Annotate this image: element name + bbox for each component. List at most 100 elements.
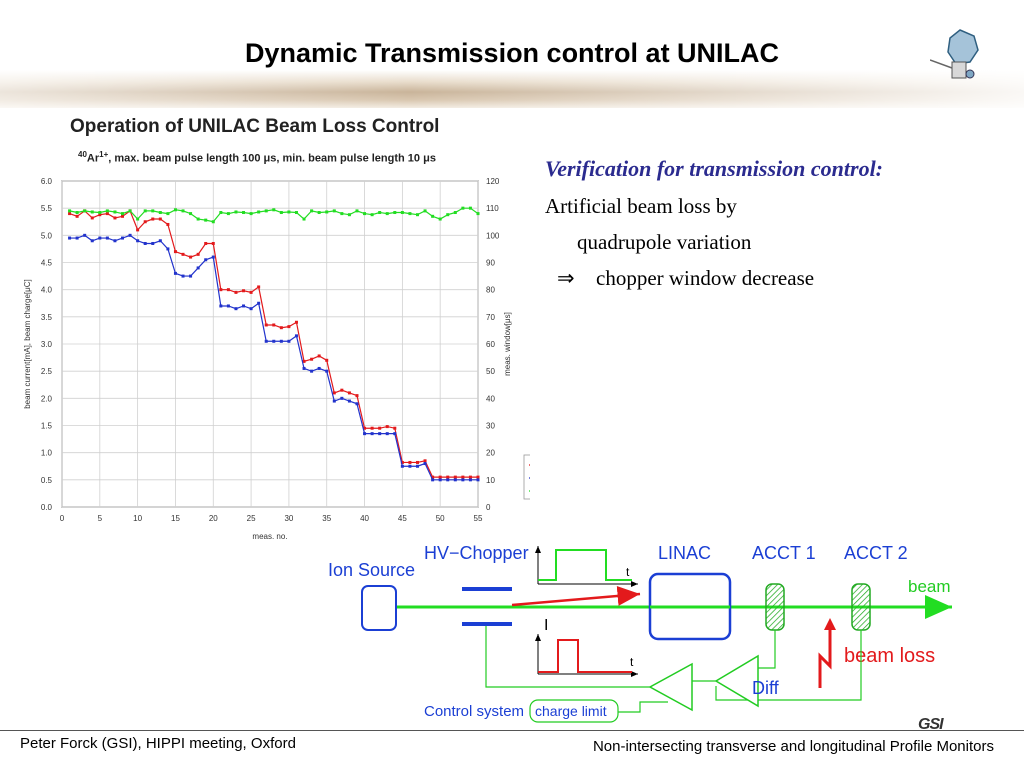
series-point-1 (219, 304, 223, 308)
series-point-1 (249, 307, 253, 311)
beam-label: beam (908, 577, 951, 596)
y-left-tick-label: 3.0 (41, 340, 53, 349)
y-right-tick-label: 120 (486, 177, 500, 186)
acct2-signal-wire (715, 630, 862, 701)
series-point-0 (68, 212, 72, 216)
series-point-1 (113, 239, 117, 243)
series-point-1 (476, 478, 480, 482)
series-point-1 (136, 239, 140, 243)
chart-panel-subtitle: 40Ar1+, max. beam pulse length 100 μs, m… (78, 150, 436, 165)
y-right-tick-label: 100 (486, 231, 500, 240)
comparator-to-chopper-wire (485, 626, 650, 688)
series-point-2 (317, 211, 321, 215)
series-point-2 (90, 210, 94, 214)
series-point-2 (204, 218, 208, 222)
series-point-2 (113, 210, 117, 214)
series-point-2 (226, 212, 230, 216)
x-tick-label: 50 (436, 514, 445, 523)
series-point-0 (385, 425, 389, 429)
gsi-logo-icon (930, 29, 979, 79)
series-point-2 (128, 209, 132, 213)
series-point-2 (453, 211, 457, 215)
series-point-1 (204, 258, 208, 262)
chopper-pulse-wide (538, 549, 632, 581)
series-point-2 (310, 209, 314, 213)
series-point-0 (393, 426, 397, 430)
series-point-1 (453, 478, 457, 482)
series-point-0 (302, 359, 306, 363)
series-point-1 (294, 334, 298, 338)
series-point-1 (423, 462, 427, 466)
series-point-0 (438, 475, 442, 479)
series-point-0 (347, 391, 351, 395)
y-right-tick-label: 20 (486, 449, 495, 458)
header-band (0, 0, 1024, 108)
y-left-tick-label: 2.0 (41, 394, 53, 403)
y-right-tick-label: 70 (486, 313, 495, 322)
series-point-2 (363, 212, 367, 216)
series-point-2 (279, 211, 283, 215)
series-point-0 (189, 255, 193, 259)
y-right-tick-label: 90 (486, 259, 495, 268)
acct1-signal-wire (758, 630, 776, 669)
slide-title: Dynamic Transmission control at UNILAC (244, 38, 780, 68)
series-point-0 (166, 222, 170, 226)
series-point-1 (347, 399, 351, 403)
series-point-1 (68, 236, 72, 240)
series-point-0 (423, 459, 427, 463)
series-point-2 (287, 210, 291, 214)
series-point-2 (166, 212, 170, 216)
series-point-1 (393, 432, 397, 436)
beam-loss-arrowhead (824, 618, 836, 630)
series-point-1 (370, 432, 374, 436)
series-point-2 (423, 209, 427, 213)
series-point-0 (310, 357, 314, 361)
charge-limit-label: charge limit (535, 703, 607, 719)
series-point-1 (90, 239, 94, 243)
x-tick-label: 15 (171, 514, 180, 523)
series-point-1 (279, 339, 283, 343)
series-point-2 (370, 213, 374, 217)
series-point-0 (219, 288, 223, 292)
hv-chopper-label: HV−Chopper (424, 543, 529, 563)
footer-author: Peter Forck (GSI), HIPPI meeting, Oxford (20, 735, 296, 752)
diff-amplifier (714, 654, 759, 708)
series-point-2 (461, 206, 465, 210)
series-point-1 (415, 464, 419, 468)
series-point-1 (257, 301, 261, 305)
series-point-2 (242, 211, 246, 215)
chart-panel-title: Operation of UNILAC Beam Loss Control (70, 116, 440, 137)
x-tick-label: 55 (474, 514, 483, 523)
series-point-0 (287, 325, 291, 329)
y-left-tick-label: 4.5 (41, 259, 53, 268)
implies-arrow-icon: ⇒ (557, 266, 575, 290)
series-point-2 (446, 213, 450, 217)
series-point-1 (302, 366, 306, 370)
series-point-2 (325, 210, 329, 214)
series-point-0 (355, 394, 359, 398)
series-point-0 (204, 241, 208, 245)
series-point-2 (83, 209, 87, 213)
series-point-2 (181, 209, 185, 213)
series-point-1 (181, 274, 185, 278)
series-point-0 (415, 460, 419, 464)
series-point-2 (196, 217, 200, 221)
y-left-tick-label: 5.5 (41, 204, 53, 213)
series-point-2 (75, 211, 79, 215)
series-point-2 (400, 211, 404, 215)
series-point-0 (211, 241, 215, 245)
series-point-0 (431, 475, 435, 479)
series-point-0 (173, 250, 177, 254)
series-point-0 (121, 214, 125, 218)
series-point-0 (158, 217, 162, 221)
series-point-2 (173, 208, 177, 212)
series-point-0 (257, 285, 261, 289)
series-point-2 (151, 209, 155, 213)
series-point-1 (332, 399, 336, 403)
series-point-1 (355, 402, 359, 406)
acct2-label: ACCT 2 (844, 543, 908, 563)
series-point-1 (468, 478, 472, 482)
series-point-0 (468, 475, 472, 479)
time-axis-label-top: t (626, 565, 630, 579)
